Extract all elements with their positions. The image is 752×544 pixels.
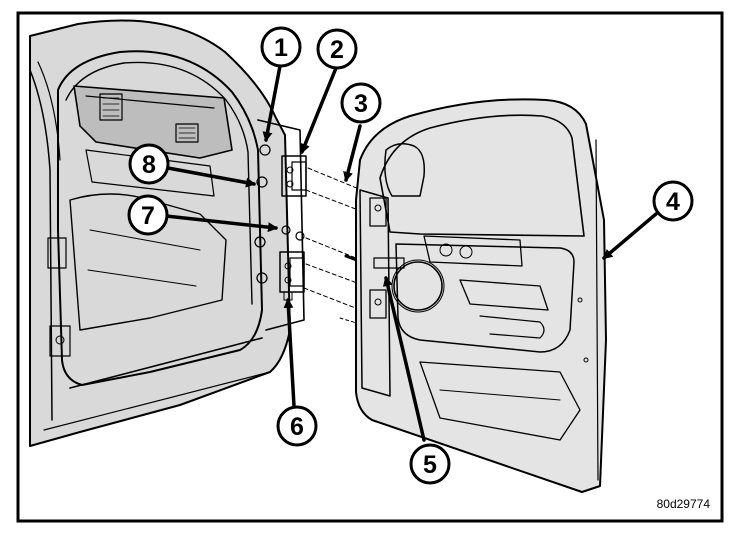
callout-8: 8 <box>128 143 170 185</box>
callout-2-label: 2 <box>330 36 344 64</box>
vehicle-body <box>29 19 305 447</box>
callout-6-label: 6 <box>290 413 304 441</box>
callout-1: 1 <box>260 26 302 68</box>
callout-3-label: 3 <box>354 90 368 118</box>
figure-code: 80d29774 <box>657 497 711 511</box>
callout-3: 3 <box>340 82 382 124</box>
callout-7: 7 <box>127 194 169 236</box>
callout-7-label: 7 <box>141 202 155 230</box>
callout-5: 5 <box>409 443 451 485</box>
callout-6: 6 <box>276 405 318 447</box>
callout-4-label: 4 <box>666 188 680 216</box>
body-hinges <box>254 144 307 301</box>
door-assembly <box>355 98 607 493</box>
callout-5-label: 5 <box>423 451 437 479</box>
leader-lines <box>164 64 658 442</box>
callout-2: 2 <box>316 28 358 70</box>
callout-1-label: 1 <box>274 34 288 62</box>
callout-8-label: 8 <box>142 151 156 179</box>
callout-4: 4 <box>652 180 694 222</box>
